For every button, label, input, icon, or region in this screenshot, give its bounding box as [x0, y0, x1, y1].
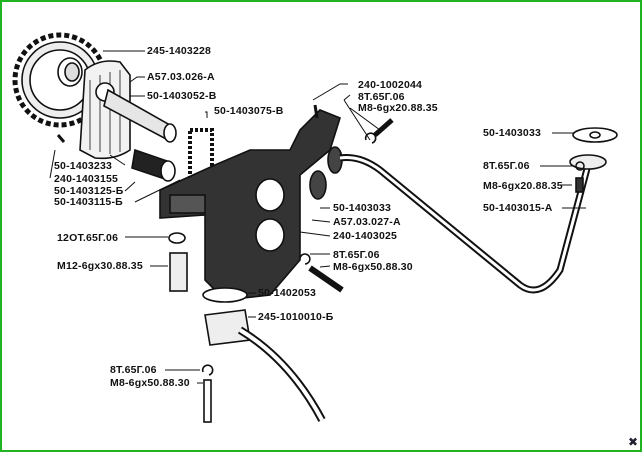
label-8t-65g-06-top: 8T.65Г.06 — [358, 91, 405, 103]
label-50-1403075-v: 50-1403075-В — [214, 105, 284, 117]
label-8t-65g-06-bottom: 8T.65Г.06 — [110, 364, 157, 376]
large-washer-shape — [168, 232, 186, 244]
label-50-1403125-b: 50-1403125-Б — [54, 185, 124, 197]
label-240-1002044: 240-1002044 — [358, 79, 423, 91]
right-bolt-shape — [575, 177, 584, 193]
bolt-top-shape — [373, 118, 394, 137]
label-m8-50-body: M8-6gx50.88.30 — [333, 261, 413, 273]
label-8t-65g-06-right: 8T.65Г.06 — [483, 160, 530, 172]
label-m8-50-bottom: M8-6gx50.88.30 — [110, 377, 190, 389]
right-washer-shape — [575, 161, 585, 171]
label-12ot-65g-06: 12OT.65Г.06 — [57, 232, 119, 244]
leader-lines — [49, 50, 586, 384]
bottom-bolt-shape — [203, 379, 212, 423]
intake-gasket-shape — [202, 287, 248, 303]
large-bolt-shape — [169, 252, 188, 292]
pump-body-shape — [159, 109, 341, 301]
wrench-logo-icon: ✖ — [627, 435, 638, 449]
label-50-1403233: 50-1403233 — [54, 160, 113, 172]
drive-shaft-shape — [103, 88, 177, 143]
small-gear-cylinder-shape — [131, 148, 176, 182]
label-m12-30: M12-6gx30.88.35 — [57, 260, 143, 272]
label-240-1403155: 240-1403155 — [54, 173, 119, 185]
label-m8-20-right: M8-6gx20.88.35 — [483, 180, 563, 192]
label-245-1010010-b: 245-1010010-Б — [258, 311, 334, 323]
intake-pipe-shape — [237, 326, 326, 422]
label-50-1403033-body: 50-1403033 — [333, 202, 392, 214]
label-a57-03-026-a: A57.03.026-A — [147, 71, 215, 83]
pin-shape — [56, 134, 66, 143]
label-50-1403033-right: 50-1403033 — [483, 127, 542, 139]
label-50-1402053: 50-1402053 — [258, 287, 317, 299]
label-245-1403228: 245-1403228 — [147, 45, 212, 57]
body-bolt-shape — [308, 265, 344, 293]
bottom-washer-shape — [201, 364, 214, 376]
driven-gear-shape — [12, 32, 108, 128]
label-50-1403115-b: 50-1403115-Б — [54, 196, 123, 208]
label-50-1403052-v: 50-1403052-В — [147, 90, 217, 102]
washer-top-shape — [364, 132, 377, 144]
label-8t-65g-06-body: 8T.65Г.06 — [333, 249, 380, 261]
body-washer-shape — [299, 253, 311, 265]
cover-shape — [79, 60, 131, 160]
dowel-shape — [313, 104, 319, 119]
tube-top-flange-shape — [569, 154, 607, 170]
label-50-1403015-a: 50-1403015-A — [483, 202, 553, 214]
tube-flange-shape — [327, 146, 343, 174]
label-m8-20-top: M8-6gx20.88.35 — [358, 102, 438, 114]
label-240-1403025: 240-1403025 — [333, 230, 398, 242]
body-gasket-shape — [309, 170, 327, 200]
label-a57-03-027-a: A57.03.027-A — [333, 216, 401, 228]
